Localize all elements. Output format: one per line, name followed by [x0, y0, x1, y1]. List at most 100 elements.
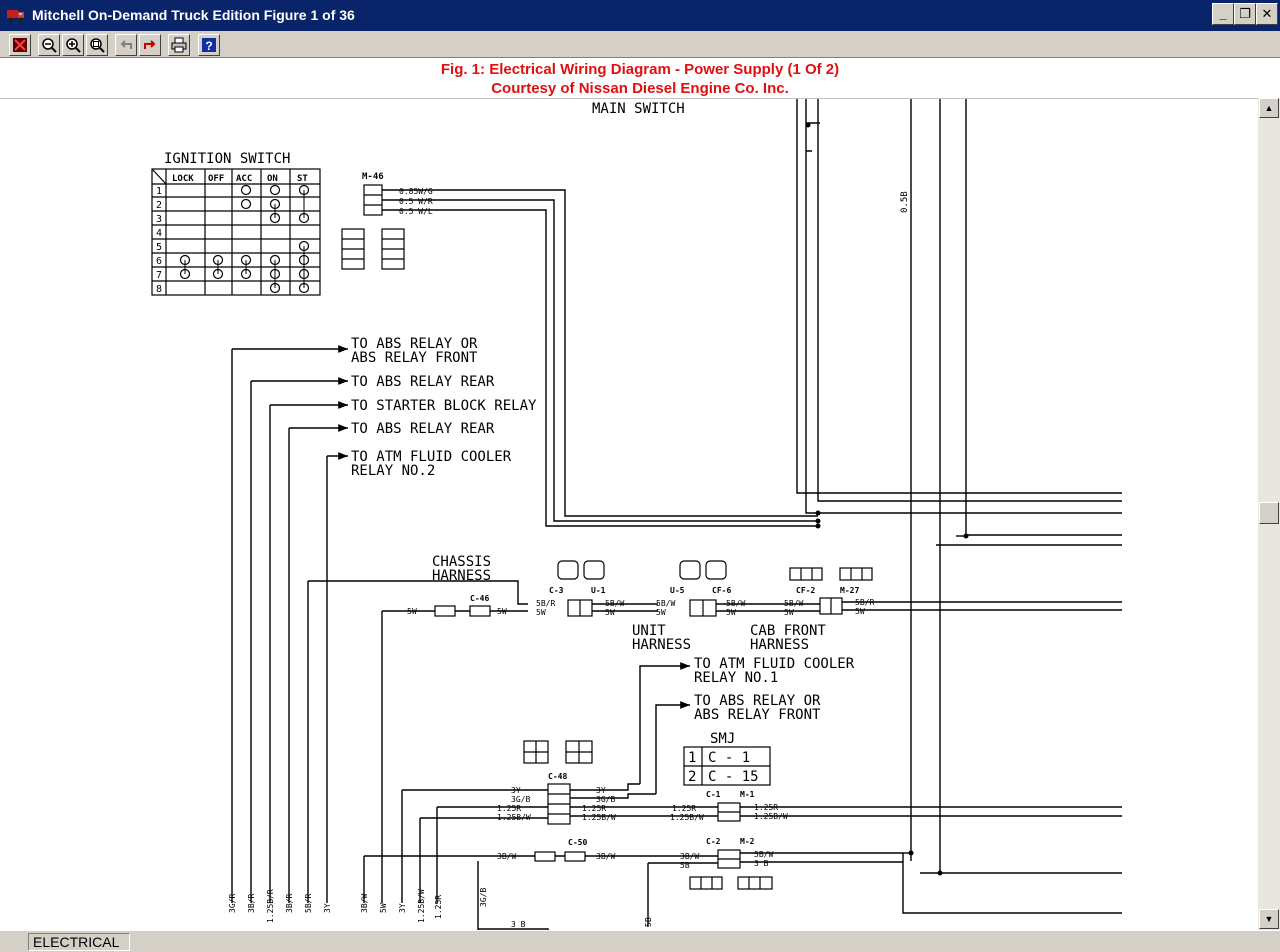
cab-front-harness-line2: HARNESS [750, 637, 809, 653]
wire-v-3gb: 3G/B [479, 888, 488, 907]
wire-m1-125r: 1.25R [754, 803, 778, 812]
switch-col-st: ST [297, 174, 308, 184]
svg-text:?: ? [205, 39, 212, 53]
switch-row-1: 1 [156, 186, 162, 197]
m46-wire-1: 0.85W/G [399, 187, 433, 196]
wire-bottom-3b: 3 B [511, 920, 526, 929]
switch-col-acc: ACC [236, 174, 252, 184]
wire-c48r-125bw: 1.25B/W [582, 813, 616, 822]
wire-u5-5w: 5W [656, 608, 666, 617]
connector-c46: C-46 [470, 594, 489, 603]
wiring-diagram: MAIN SWITCH IGNITION SWITCH LOCK OFF ACC… [151, 99, 1122, 930]
switch-row-8: 8 [156, 284, 162, 295]
help-button[interactable]: ? [198, 34, 220, 56]
zoom-fit-button[interactable] [86, 34, 108, 56]
switch-col-on: ON [267, 174, 278, 184]
connector-m1: M-1 [740, 790, 755, 799]
relay-5-line1: TO ATM FLUID COOLER [351, 449, 512, 465]
wire-v-5br: 5B/R [304, 894, 313, 913]
chassis-harness-line1: CHASSIS [432, 554, 491, 570]
caption-courtesy: Courtesy of Nissan Diesel Engine Co. Inc… [491, 80, 789, 97]
relay-1-line1: TO ABS RELAY OR [351, 336, 478, 352]
relay-4-line1: TO ABS RELAY REAR [351, 421, 495, 437]
switch-col-lock: LOCK [172, 174, 194, 184]
restore-button[interactable]: ❐ [1234, 3, 1256, 25]
switch-col-off: OFF [208, 174, 224, 184]
vertical-scrollbar[interactable]: ▲ ▼ [1258, 98, 1280, 930]
smj-row-1-num: 1 [688, 750, 696, 766]
diagram-viewport[interactable]: MAIN SWITCH IGNITION SWITCH LOCK OFF ACC… [0, 98, 1258, 930]
wire-c1-125r: 1.25R [672, 804, 696, 813]
exit-button[interactable] [9, 34, 31, 56]
connector-u5: U-5 [670, 586, 685, 595]
switch-row-6: 6 [156, 256, 162, 267]
scroll-up-button[interactable]: ▲ [1259, 98, 1279, 118]
scroll-thumb[interactable] [1259, 502, 1279, 524]
truck-app-icon [7, 10, 24, 23]
relay-3-line1: TO STARTER BLOCK RELAY [351, 398, 537, 414]
wire-c48-3gb: 3G/B [511, 795, 530, 804]
wire-c48-125r: 1.25R [497, 804, 521, 813]
wire-m27-5br: 5B/R [855, 598, 874, 607]
exit-icon [13, 38, 27, 52]
wire-c46-left: 5W [407, 607, 417, 616]
wire-m2-3b: 3 B [754, 859, 769, 868]
help-icon: ? [202, 38, 216, 53]
wire-v-3y-2: 3Y [398, 903, 407, 913]
chassis-harness-line2: HARNESS [432, 568, 491, 584]
wire-cf2-5w: 5W [784, 608, 794, 617]
connector-m27: M-27 [840, 586, 859, 595]
forward-icon [144, 40, 156, 49]
smj-row-2-num: 2 [688, 769, 696, 785]
back-button[interactable] [115, 34, 137, 56]
forward-button[interactable] [139, 34, 161, 56]
print-button[interactable] [168, 34, 190, 56]
zoom-out-button[interactable] [38, 34, 60, 56]
main-switch-label: MAIN SWITCH [592, 101, 685, 117]
print-icon [171, 37, 187, 53]
m46-wire-3: 0.5 W/L [399, 207, 433, 216]
relay-2-line1: TO ABS RELAY REAR [351, 374, 495, 390]
wire-u1-5w: 5W [605, 608, 615, 617]
status-section: ELECTRICAL [28, 933, 130, 951]
wire-c48-125bw: 1.25B/W [497, 813, 531, 822]
cab-front-harness-line1: CAB FRONT [750, 623, 826, 639]
smj-label: SMJ [710, 731, 735, 747]
scroll-down-button[interactable]: ▼ [1259, 909, 1279, 929]
zoom-out-icon [42, 38, 57, 53]
window-title: Mitchell On-Demand Truck Edition Figure … [32, 7, 355, 23]
wire-c3-5w: 5W [536, 608, 546, 617]
switch-row-2: 2 [156, 200, 162, 211]
wire-c50-3bw: 3B/W [497, 852, 516, 861]
wire-m27-5w: 5W [855, 607, 865, 616]
status-bar: ELECTRICAL [0, 930, 1280, 952]
ignition-switch-label: IGNITION SWITCH [164, 151, 290, 167]
wire-c50r-3bw: 3B/W [596, 852, 615, 861]
switch-row-3: 3 [156, 214, 162, 225]
smj-row-1-val: C - 1 [708, 750, 750, 766]
m46-wire-2: 0.5 W/R [399, 197, 433, 206]
connector-m46: M-46 [362, 172, 384, 182]
wire-u1-5bw: 5B/W [605, 599, 624, 608]
minimize-button[interactable]: _ [1212, 3, 1234, 25]
wire-c2-3bw: 3B/W [680, 852, 699, 861]
wire-c48r-3gb: 3G/B [596, 795, 615, 804]
to-atm-relay1-line2: RELAY NO.1 [694, 670, 778, 686]
wire-v-125r: 1.25R [434, 895, 443, 919]
relay-1-line2: ABS RELAY FRONT [351, 350, 478, 366]
zoom-fit-icon [90, 38, 105, 53]
connector-cf2: CF-2 [796, 586, 815, 595]
wire-m1-125bw: 1.25B/W [754, 812, 788, 821]
close-button[interactable]: ✕ [1256, 3, 1278, 25]
caption-title: Fig. 1: Electrical Wiring Diagram - Powe… [440, 61, 840, 78]
toolbar: ? [0, 31, 1280, 58]
wire-v-5w: 5W [379, 903, 388, 913]
wire-c48-3y: 3Y [511, 786, 521, 795]
connector-c50: C-50 [568, 838, 587, 847]
connector-cf6: CF-6 [712, 586, 731, 595]
wire-m2-5bw: 5B/W [754, 850, 773, 859]
zoom-in-button[interactable] [62, 34, 84, 56]
title-bar: Mitchell On-Demand Truck Edition Figure … [0, 0, 1280, 31]
unit-harness-line2: HARNESS [632, 637, 691, 653]
wire-v-3br: 3B/R [247, 894, 256, 913]
